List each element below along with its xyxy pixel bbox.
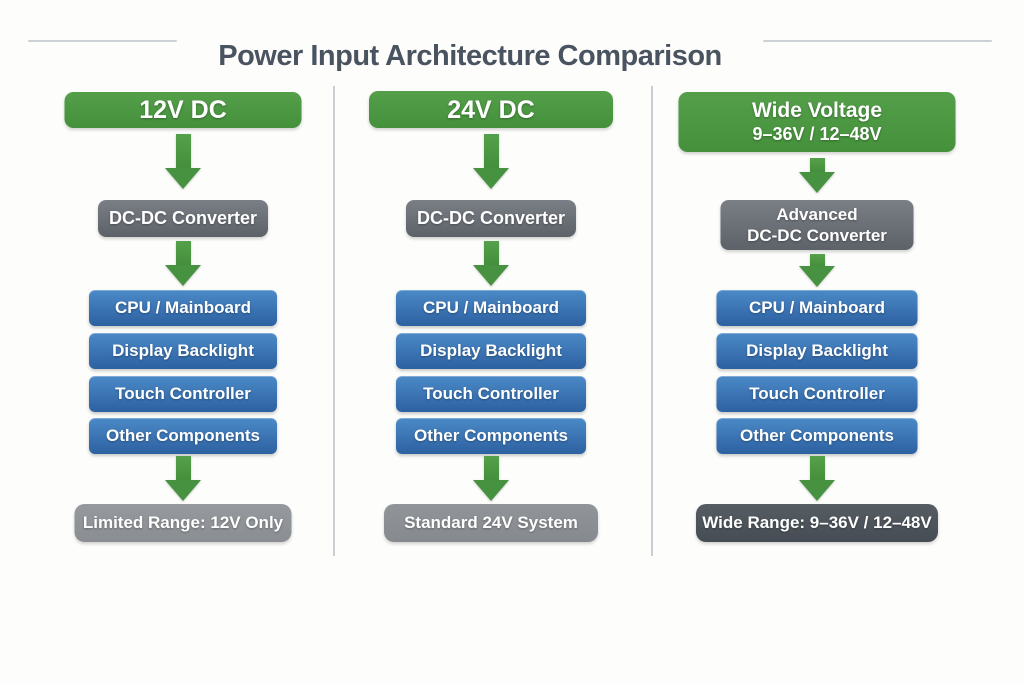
converter-box: DC-DC Converter [98,200,268,237]
component-label: Touch Controller [115,383,251,403]
component-label: Other Components [740,425,894,445]
arrow-shaft [809,456,825,480]
arrow-head [799,266,835,287]
header-box-12v-dc: 12V DC [64,92,302,128]
component-label: Display Backlight [746,340,888,360]
arrow-shaft [175,134,191,168]
footer-box-standard-24v: Standard 24V System [384,504,598,542]
component-box-cpu-mainboard: CPU / Mainboard [716,290,918,326]
arrow-shaft [175,241,191,265]
component-label: Display Backlight [112,340,254,360]
column-12v-dc: 12V DC DC-DC Converter CPU / Mainboard D… [40,0,326,560]
component-box-touch-controller: Touch Controller [716,376,918,412]
arrow-shaft [809,158,825,172]
arrow-down-icon [165,241,201,286]
column-wide-voltage: Wide Voltage 9–36V / 12–48V Advanced DC-… [670,0,964,560]
arrow-down-icon [165,134,201,189]
arrow-shaft [175,456,191,480]
arrow-down-icon [799,158,835,193]
component-box-other-components: Other Components [89,418,277,454]
footer-label: Standard 24V System [404,512,578,532]
component-box-cpu-mainboard: CPU / Mainboard [89,290,277,326]
converter-box: DC-DC Converter [406,200,576,237]
arrow-down-icon [473,456,509,501]
component-box-other-components: Other Components [396,418,586,454]
converter-label-line1: Advanced [776,204,858,224]
footer-box-wide-range: Wide Range: 9–36V / 12–48V [696,504,938,542]
converter-label: DC-DC Converter [416,207,566,228]
footer-box-limited-range: Limited Range: 12V Only [74,504,292,542]
arrow-shaft [483,241,499,265]
component-box-cpu-mainboard: CPU / Mainboard [396,290,586,326]
component-label: Other Components [414,425,568,445]
arrow-down-icon [165,456,201,501]
header-label: 12V DC [139,96,227,124]
component-box-display-backlight: Display Backlight [396,333,586,369]
component-box-touch-controller: Touch Controller [89,376,277,412]
arrow-shaft [483,456,499,480]
column-24v-dc: 24V DC DC-DC Converter CPU / Mainboard D… [348,0,634,560]
component-label: CPU / Mainboard [748,297,885,317]
arrow-head [473,480,509,501]
arrow-head [165,480,201,501]
arrow-head [165,168,201,189]
component-box-display-backlight: Display Backlight [89,333,277,369]
header-subtitle: 9–36V / 12–48V [752,124,882,145]
footer-label: Wide Range: 9–36V / 12–48V [702,512,932,532]
title-rule-right [763,40,992,42]
arrow-down-icon [473,241,509,286]
component-label: Touch Controller [749,383,885,403]
arrow-head [799,480,835,501]
footer-label: Limited Range: 12V Only [82,512,284,532]
page-title: Power Input Architecture Comparison [218,40,722,73]
converter-label: DC-DC Converter [108,207,258,228]
column-divider-2 [651,86,653,556]
header-label: Wide Voltage [751,99,883,123]
component-label: Display Backlight [420,340,562,360]
arrow-head [473,168,509,189]
component-label: CPU / Mainboard [114,297,251,317]
arrow-shaft [483,134,499,168]
arrow-head [165,265,201,286]
component-label: Touch Controller [423,383,559,403]
arrow-shaft [809,254,825,266]
component-label: Other Components [106,425,260,445]
header-box-wide-voltage: Wide Voltage 9–36V / 12–48V [678,92,956,152]
component-box-other-components: Other Components [716,418,918,454]
converter-box-advanced: Advanced DC-DC Converter [720,200,914,250]
title-rule-left [28,40,177,42]
header-label: 24V DC [447,95,535,124]
header-box-24v-dc: 24V DC [369,91,613,128]
component-box-display-backlight: Display Backlight [716,333,918,369]
arrow-head [799,172,835,193]
arrow-down-icon [473,134,509,189]
arrow-down-icon [799,254,835,287]
arrow-head [473,265,509,286]
component-label: CPU / Mainboard [422,297,559,317]
arrow-down-icon [799,456,835,501]
component-box-touch-controller: Touch Controller [396,376,586,412]
column-divider-1 [333,86,335,556]
converter-label-line2: DC-DC Converter [747,226,887,245]
